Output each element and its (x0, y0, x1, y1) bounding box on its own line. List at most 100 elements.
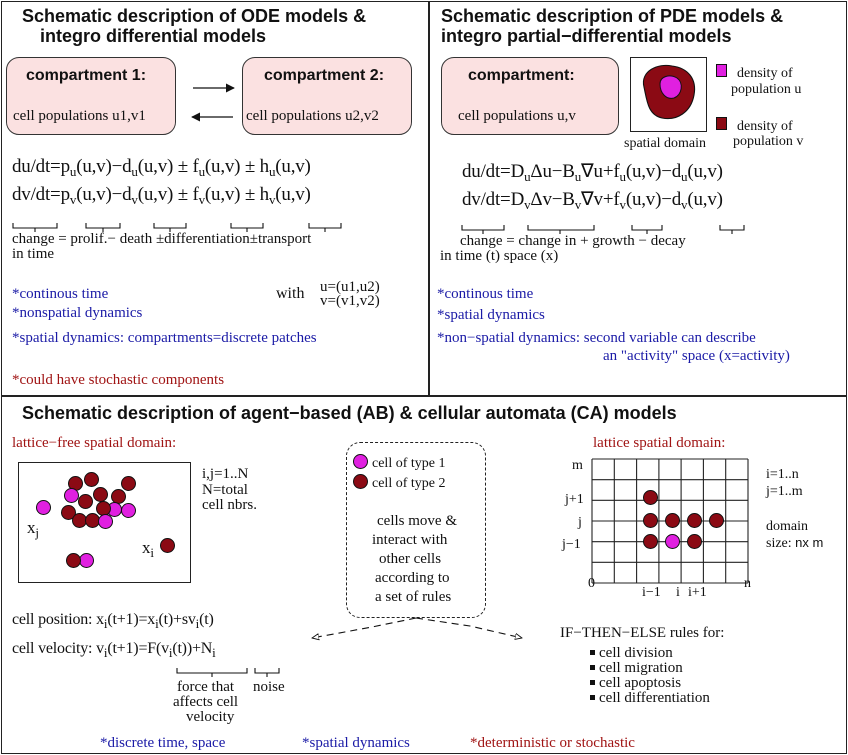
ode-note-nonspatial: *nonspatial dynamics (12, 305, 143, 321)
compartment-2-text: cell populations u2,v2 (246, 108, 379, 124)
cell-type2 (121, 476, 136, 491)
ode-note-continuous-time: *continous time (12, 286, 109, 302)
lattice-cell-type2 (665, 513, 680, 528)
pde-compartment-heading: compartment: (468, 67, 575, 84)
lattice-cell-type1 (665, 534, 680, 549)
compartment-1-text: cell populations u1,v1 (13, 108, 146, 124)
lattice-free-label: lattice−free spatial domain: (12, 435, 177, 451)
ab-panel (1, 396, 847, 754)
cell-type2 (66, 553, 81, 568)
grid-info-size: size: nx m (766, 535, 824, 551)
force-label-line3: velocity (186, 709, 235, 725)
ode-equation-v: dv/dt=pv(u,v)−dv(u,v) ± fv(u,v) ± hv(u,v… (12, 184, 311, 207)
rules-description-line3: other cells (379, 551, 442, 567)
cell-count-label-line2: cell nbrs. (202, 497, 257, 513)
ode-panel (1, 1, 429, 396)
lattice-cell-type2 (643, 490, 658, 505)
ab-title: Schematic description of agent−based (AB… (22, 403, 677, 423)
pde-note-spatial: *spatial dynamics (437, 307, 545, 323)
legend-v-line2: population v (733, 134, 804, 149)
rules-dashed-box (346, 442, 486, 618)
grid-label-origin: 0 (588, 576, 595, 591)
pde-term-legend-line2: in time (t) space (x) (440, 248, 559, 264)
lattice-cell-type2 (687, 534, 702, 549)
lattice-cell-type2 (687, 513, 702, 528)
cell-type1 (64, 488, 79, 503)
legend-u-line2: population u (731, 82, 802, 97)
grid-label-i: i (676, 585, 680, 600)
legend-cell-type1-label: cell of type 1 (372, 456, 446, 471)
cell-index-range: i,j=1..N (202, 466, 249, 482)
grid-info-j-range: j=1..m (766, 484, 803, 499)
cell-count-label: N=total (202, 482, 248, 498)
grid-info-domain: domain (766, 519, 808, 534)
ode-term-legend-line2: in time (12, 246, 55, 262)
grid-label-n: n (744, 576, 751, 591)
pde-title-line2: integro partial−differential models (441, 26, 732, 46)
pde-equation-v: dv/dt=DvΔv−Bv∇v+fv(u,v)−dv(u,v) (462, 189, 723, 212)
grid-label-i-minus-1: i−1 (642, 585, 661, 600)
ode-title-line1: Schematic description of ODE models & (22, 6, 367, 26)
grid-label-j-plus-1: j+1 (565, 492, 584, 507)
rules-description-line5: a set of rules (375, 589, 452, 605)
grid-label-i-plus-1: i+1 (688, 585, 707, 600)
pde-term-legend: change = change in + growth − decay (460, 233, 686, 249)
ode-note-spatial: *spatial dynamics: compartments=discrete… (12, 330, 317, 346)
pde-equation-u: du/dt=DuΔu−Bu∇u+fu(u,v)−du(u,v) (462, 161, 723, 184)
grid-label-j: j (578, 515, 582, 530)
lattice-free-domain (18, 462, 191, 583)
cell-xi-label: xi (142, 538, 154, 560)
force-label-line2: affects cell (173, 694, 239, 710)
pde-note-activity-space: an "activity" space (x=activity) (603, 348, 790, 364)
rule-item: cell differentiation (590, 691, 710, 706)
cell-xj-label: xj (27, 518, 39, 540)
rule-item: cell migration (590, 661, 710, 676)
compartment-2-box (242, 57, 412, 135)
ode-equation-u: du/dt=pu(u,v)−du(u,v) ± fu(u,v) ± hu(u,v… (12, 156, 311, 179)
ode-with-u: u=(u1,u2) (320, 279, 380, 295)
pde-compartment-box (441, 57, 619, 135)
lattice-cell-type2 (643, 534, 658, 549)
lattice-cell-type2 (643, 513, 658, 528)
legend-u-line1: density of (737, 66, 793, 81)
lattice-label: lattice spatial domain: (593, 435, 726, 451)
ode-with-label: with (276, 285, 305, 302)
legend-v-line1: density of (737, 119, 793, 134)
legend-cell-type2-icon (353, 474, 368, 489)
ode-term-legend: change = prolif.− death ±differentiation… (12, 231, 312, 247)
rules-description-line1: cells move & (377, 513, 457, 529)
spatial-domain-blob (642, 64, 696, 120)
cell-type1 (98, 514, 113, 529)
pde-note-continuous-time: *continous time (437, 286, 534, 302)
pde-note-nonspatial: *non−spatial dynamics: second variable c… (437, 330, 756, 346)
cell-position-equation: cell position: xi(t+1)=xi(t)+svi(t) (12, 611, 214, 631)
noise-label: noise (253, 679, 285, 695)
cell-velocity-equation: cell velocity: vi(t+1)=F(vi(t))+Ni (12, 640, 216, 660)
cell-type2 (84, 472, 99, 487)
rule-item: cell apoptosis (590, 676, 710, 691)
rules-description-line2: interact with (372, 532, 448, 548)
if-then-else-heading: IF−THEN−ELSE rules for: (560, 625, 725, 641)
legend-v-swatch (716, 117, 727, 130)
grid-label-j-minus-1: j−1 (562, 537, 581, 552)
force-label-line1: force that (177, 679, 235, 695)
ab-note-discrete: *discrete time, space (100, 735, 226, 751)
rule-list: cell division cell migration cell apopto… (590, 646, 710, 706)
cell-type2 (160, 538, 175, 553)
ode-with-v: v=(v1,v2) (320, 293, 380, 309)
legend-u-swatch (716, 64, 727, 77)
cell-type1 (36, 500, 51, 515)
cell-type1 (121, 503, 136, 518)
grid-label-m: m (572, 458, 583, 473)
pde-compartment-text: cell populations u,v (458, 108, 576, 124)
pde-title-line1: Schematic description of PDE models & (441, 6, 784, 26)
ode-title-line2: integro differential models (40, 26, 267, 46)
ab-note-spatial: *spatial dynamics (302, 735, 410, 751)
ode-note-stochastic: *could have stochastic components (12, 372, 225, 388)
compartment-1-box (6, 57, 176, 135)
